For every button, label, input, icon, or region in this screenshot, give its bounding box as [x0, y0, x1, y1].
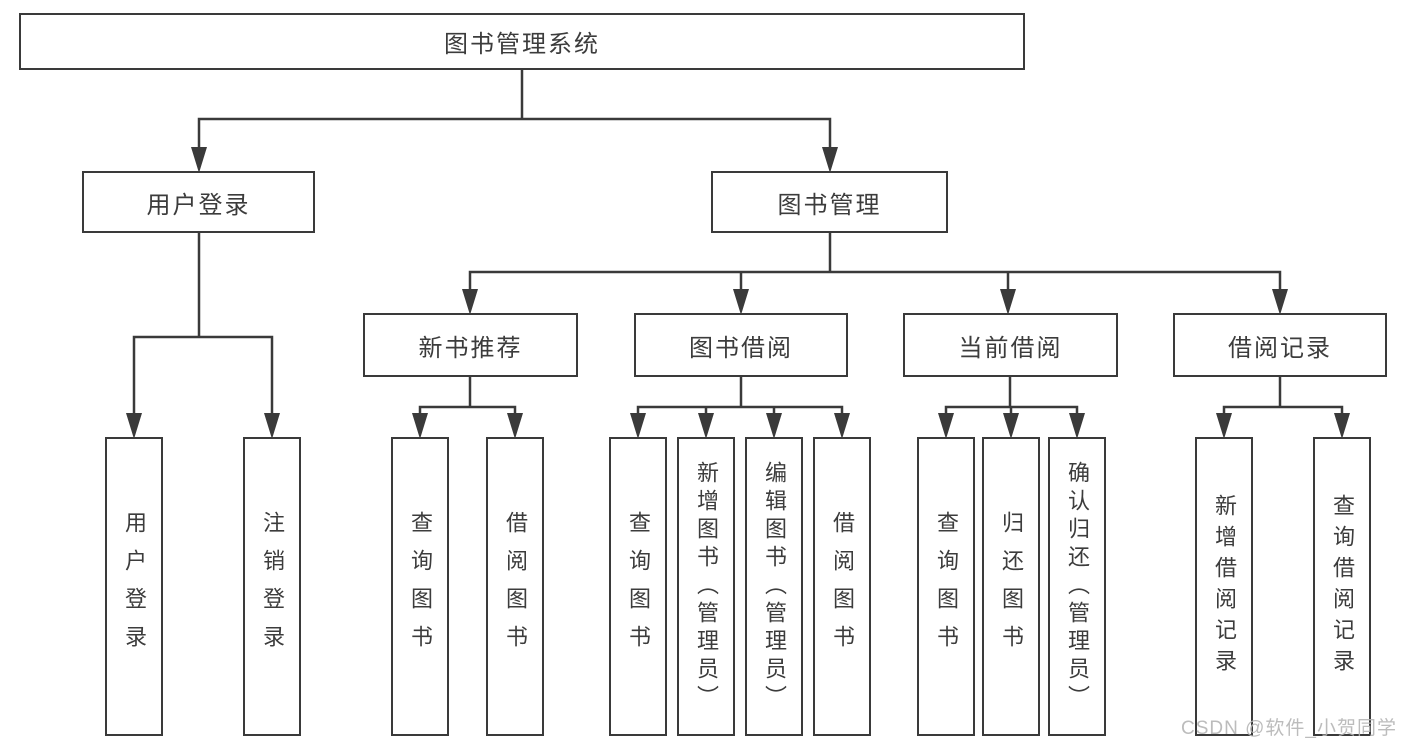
- leaf-query-books-current: 查询图书: [917, 437, 975, 736]
- node-user-login: 用户登录: [82, 171, 315, 233]
- leaf-borrow-books-recommend: 借阅图书: [486, 437, 544, 736]
- node-label: 用户登录: [122, 510, 147, 663]
- leaf-borrow-books: 借阅图书: [813, 437, 871, 736]
- node-label: 图书借阅: [689, 334, 793, 362]
- node-label: 编辑图书（管理员）: [762, 460, 787, 713]
- node-label: 归还图书: [999, 510, 1024, 663]
- leaf-query-books-borrowing: 查询图书: [609, 437, 667, 736]
- node-label: 图书管理: [777, 191, 882, 219]
- node-book-management: 图书管理: [711, 171, 948, 233]
- node-label: 当前借阅: [958, 334, 1063, 362]
- node-library-management-system: 图书管理系统: [19, 13, 1025, 70]
- node-label: 新增借阅记录: [1212, 493, 1237, 680]
- csdn-watermark: CSDN @软件_小贺同学: [1181, 718, 1397, 739]
- node-label: 新增图书（管理员）: [694, 460, 719, 713]
- node-label: 查询借阅记录: [1330, 493, 1355, 680]
- node-label: 借阅图书: [830, 510, 855, 663]
- node-book-borrowing: 图书借阅: [634, 313, 848, 377]
- node-label: 新书推荐: [418, 334, 523, 362]
- node-label: 查询图书: [626, 510, 651, 663]
- leaf-query-books-recommend: 查询图书: [391, 437, 449, 736]
- leaf-user-login: 用户登录: [105, 437, 163, 736]
- node-label: 图书管理系统: [444, 31, 600, 58]
- leaf-edit-books-admin: 编辑图书（管理员）: [745, 437, 803, 736]
- node-label: 用户登录: [146, 191, 251, 219]
- node-borrowing-records: 借阅记录: [1173, 313, 1387, 377]
- leaf-add-books-admin: 新增图书（管理员）: [677, 437, 735, 736]
- node-current-borrowing: 当前借阅: [903, 313, 1118, 377]
- leaf-logout: 注销登录: [243, 437, 301, 736]
- node-label: 查询图书: [408, 510, 433, 663]
- node-label: 借阅图书: [503, 510, 528, 663]
- node-label: 注销登录: [260, 510, 285, 663]
- node-label: 查询图书: [934, 510, 959, 663]
- leaf-add-borrow-record: 新增借阅记录: [1195, 437, 1253, 736]
- leaf-return-books: 归还图书: [982, 437, 1040, 736]
- node-new-book-recommendation: 新书推荐: [363, 313, 578, 377]
- node-label: 确认归还（管理员）: [1065, 460, 1090, 713]
- leaf-query-borrow-record: 查询借阅记录: [1313, 437, 1371, 736]
- node-label: 借阅记录: [1228, 334, 1332, 362]
- leaf-confirm-return-admin: 确认归还（管理员）: [1048, 437, 1106, 736]
